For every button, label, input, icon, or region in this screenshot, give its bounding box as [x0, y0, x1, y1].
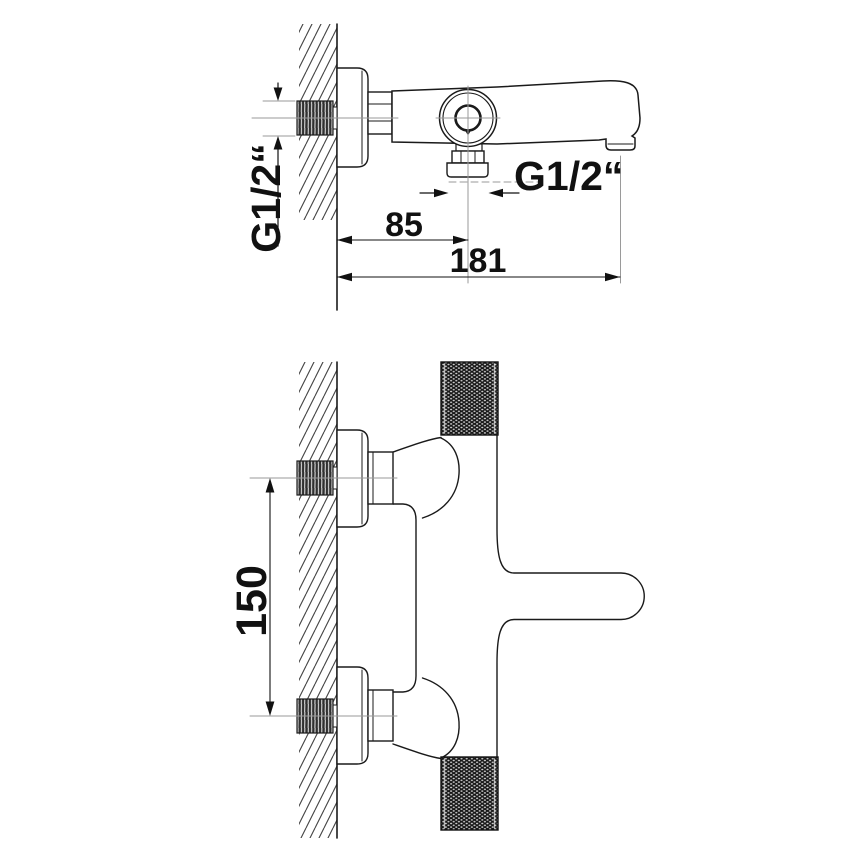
dim-85-label: 85	[385, 206, 423, 244]
wall-thread-label: G1/2“	[243, 143, 289, 252]
side-view: G1/2“ G1/2“ 85 181	[243, 23, 641, 311]
handle-knurl-bottom	[440, 756, 499, 831]
dim-150	[265, 478, 275, 716]
bottom-dome-arc	[421, 677, 460, 759]
top-dome-edge	[392, 436, 442, 453]
body-spout-outline	[391, 80, 641, 151]
handle-knurl-top	[440, 361, 499, 436]
plan-centerlines	[249, 477, 398, 717]
centerlines	[251, 85, 621, 284]
faucet-body-and-spout	[391, 80, 641, 151]
outlet-thread-label: G1/2“	[514, 153, 623, 199]
dim-85	[336, 235, 469, 245]
top-dome-arc	[421, 437, 460, 519]
dim-181	[336, 272, 621, 282]
hex-nut	[367, 91, 393, 135]
dim-150-label: 150	[228, 565, 276, 637]
plan-wall-hatch	[299, 362, 337, 838]
dim-outlet-thread	[419, 188, 520, 198]
mixer-lever-outline	[496, 434, 645, 758]
plan-wall-section	[299, 361, 338, 839]
bottom-dome-edge	[392, 743, 442, 760]
knurled-handles	[440, 361, 499, 831]
plan-view: 150	[228, 361, 645, 839]
wall-section	[299, 23, 338, 311]
plan-body	[392, 434, 645, 760]
dim-181-label: 181	[450, 242, 507, 280]
dim-wall-thread	[273, 82, 283, 247]
body-left-edge	[392, 503, 417, 693]
